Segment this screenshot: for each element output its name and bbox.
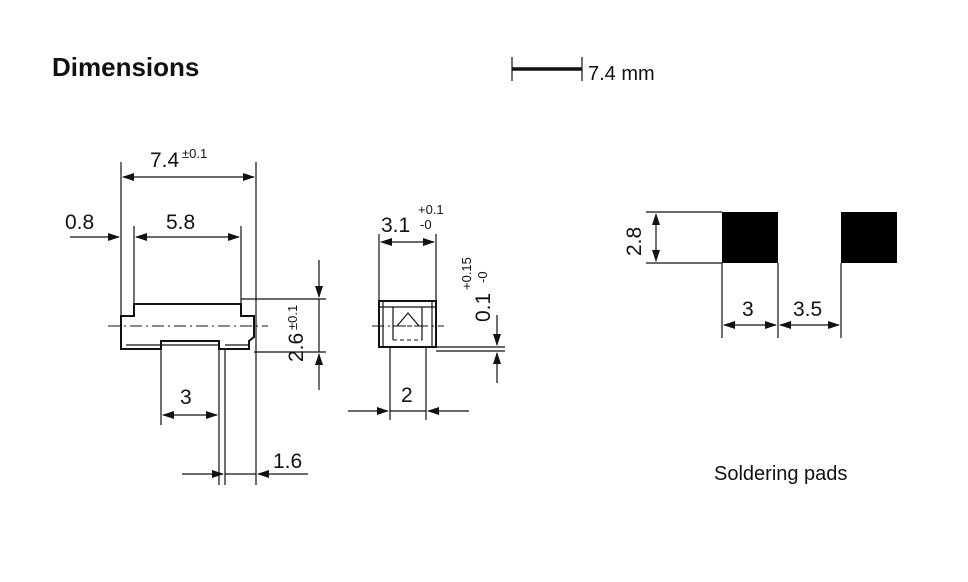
end-view-width-label: 3.1 — [381, 214, 410, 237]
side-view-width-tolerance: ±0.1 — [182, 146, 207, 161]
solder-pad-left — [722, 212, 778, 263]
side-view-pad-spacing-label: 3 — [180, 386, 192, 409]
scale-bar: 7.4 mm — [511, 57, 655, 85]
end-view-standoff-label: 0.1 — [472, 293, 495, 322]
soldering-pads-caption: Soldering pads — [714, 463, 847, 485]
soldering-pads: 2.8 3 3.5 Soldering pads — [623, 211, 897, 485]
side-view-top-length-label: 5.8 — [166, 211, 195, 234]
pad-height-label: 2.8 — [623, 227, 646, 256]
side-view-height-tolerance: ±0.1 — [285, 305, 300, 330]
pad-gap-label: 3.5 — [793, 298, 822, 321]
side-view-offset-label: 0.8 — [65, 211, 94, 234]
end-view-package-outline — [378, 300, 437, 348]
end-view-standoff-tol-plus: +0.15 — [459, 257, 474, 290]
solder-pad-right — [841, 212, 897, 263]
side-view-width-label: 7.4 — [150, 149, 180, 172]
scale-bar-label: 7.4 mm — [588, 63, 655, 85]
side-view: 7.4 ±0.1 0.8 5.8 2.6 ±0.1 3 1.6 — [65, 146, 326, 485]
end-view-lens — [396, 312, 420, 327]
page-title: Dimensions — [52, 52, 199, 82]
end-view-width-tol-minus: -0 — [420, 217, 432, 232]
end-view-standoff-tol-minus: -0 — [475, 271, 490, 283]
pad-width-label: 3 — [742, 298, 754, 321]
end-view-base-width-label: 2 — [401, 384, 413, 407]
end-view-width-tol-plus: +0.1 — [418, 202, 444, 217]
side-view-terminal-label: 1.6 — [273, 450, 302, 473]
side-view-package-outline — [120, 303, 255, 350]
side-view-height-label: 2.6 — [285, 333, 308, 362]
end-view: 3.1 +0.1 -0 0.1 +0.15 -0 2 — [348, 202, 505, 420]
